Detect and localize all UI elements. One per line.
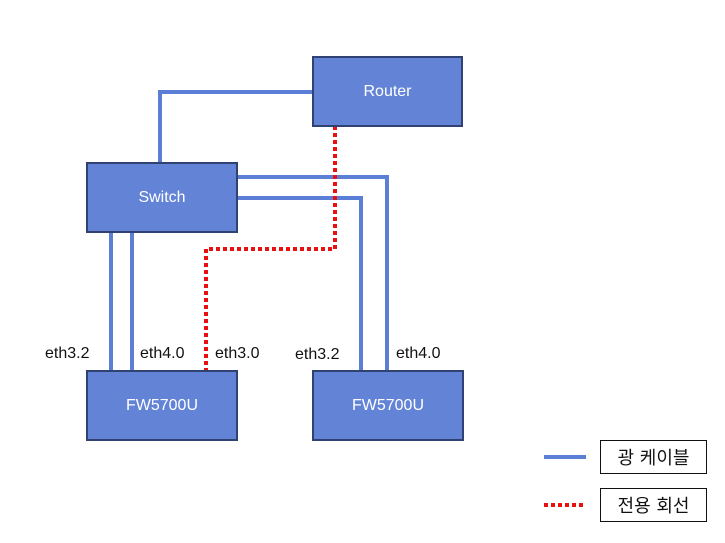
fiber-link-switch-router bbox=[158, 90, 314, 163]
router-node[interactable]: Router bbox=[312, 56, 463, 127]
port-label-left-eth30: eth3.0 bbox=[215, 345, 260, 362]
fw-left-node[interactable]: FW5700U bbox=[86, 370, 238, 441]
switch-label: Switch bbox=[138, 188, 186, 206]
legend-fiber-label-box: 광 케이블 bbox=[600, 440, 707, 474]
port-label-left-eth32: eth3.2 bbox=[45, 345, 90, 362]
fiber-link-switch-fw-right-eth32 bbox=[236, 196, 363, 372]
port-label-left-eth40: eth4.0 bbox=[140, 345, 185, 362]
legend-leased-label: 전용 회선 bbox=[617, 496, 690, 517]
port-label-right-eth40: eth4.0 bbox=[396, 345, 441, 362]
router-label: Router bbox=[363, 82, 412, 100]
switch-node[interactable]: Switch bbox=[86, 162, 238, 233]
fiber-link-switch-fw-right-eth40 bbox=[236, 175, 389, 372]
fw-left-label: FW5700U bbox=[125, 396, 199, 414]
port-label-right-eth32: eth3.2 bbox=[295, 346, 340, 363]
fw-right-node[interactable]: FW5700U bbox=[312, 370, 464, 441]
fw-right-label: FW5700U bbox=[351, 396, 425, 414]
legend-fiber-label: 광 케이블 bbox=[617, 448, 690, 469]
legend-leased-label-box: 전용 회선 bbox=[600, 488, 707, 522]
